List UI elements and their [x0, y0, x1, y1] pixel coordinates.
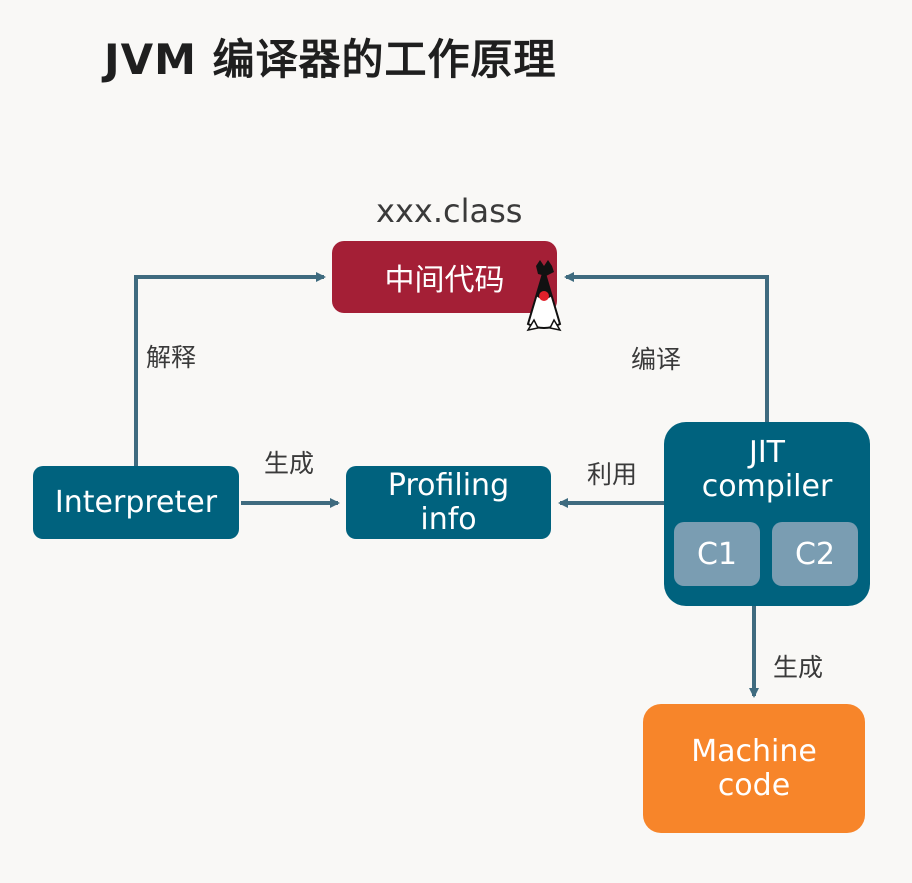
machine-label-line1: Machine	[691, 733, 817, 769]
profiling-label-line2: info	[420, 501, 477, 537]
machine-label-line2: code	[717, 767, 791, 803]
edge-label-compile: 编译	[631, 345, 682, 374]
edge-label-use: 利用	[587, 460, 638, 489]
profiling-info-node: Profiling info	[346, 466, 551, 539]
edge-label-interpret: 解释	[146, 343, 197, 372]
jit-label-line1: JIT	[748, 435, 786, 470]
edge-label-generate-machine: 生成	[773, 653, 824, 682]
machine-code-node: Machine code	[643, 704, 865, 833]
jit-compiler-node: JIT compiler C1 C2	[664, 422, 870, 606]
page-title: JVM 编译器的工作原理	[104, 35, 557, 84]
c1-compiler-box: C1	[674, 522, 760, 586]
interpreter-node: Interpreter	[33, 466, 239, 539]
interpreter-label: Interpreter	[54, 485, 218, 520]
c2-label: C2	[794, 536, 836, 572]
edge-compile	[564, 272, 769, 422]
edge-interpret	[134, 272, 326, 466]
c2-compiler-box: C2	[772, 522, 858, 586]
java-duke-icon	[526, 260, 562, 332]
edge-label-generate-profiling: 生成	[264, 449, 315, 478]
profiling-label-line1: Profiling	[387, 467, 510, 503]
bytecode-node: 中间代码	[332, 241, 557, 313]
bytecode-label: 中间代码	[384, 263, 505, 298]
class-file-caption: xxx.class	[376, 192, 523, 230]
jit-label-line2: compiler	[701, 469, 833, 504]
c1-label: C1	[696, 536, 738, 572]
jit-compiler-label: JIT compiler	[664, 436, 870, 504]
